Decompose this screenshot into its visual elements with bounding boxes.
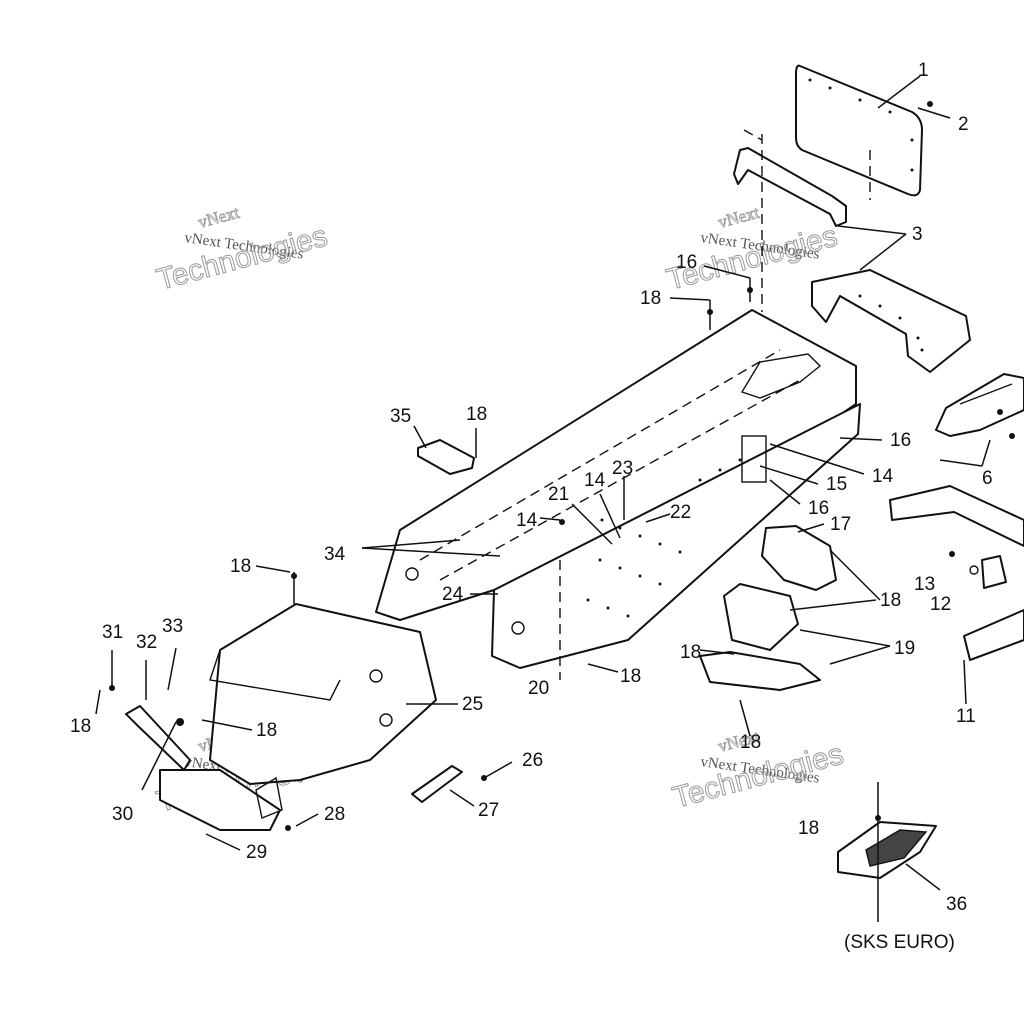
part-19-brackets: [699, 583, 821, 691]
part-32-bracket: [125, 705, 191, 771]
callout-21: 21: [548, 484, 569, 505]
callout-1: 1: [918, 60, 929, 81]
callout-18-h: 18: [256, 720, 277, 741]
callout-35: 35: [390, 406, 411, 427]
part-20-tunnel: [375, 309, 861, 680]
callout-20: 20: [528, 678, 549, 699]
callout-14-b: 14: [584, 470, 606, 491]
watermark-top-left: vNext vNext Technologies Technologies: [153, 202, 332, 297]
callout-18-c: 18: [230, 556, 251, 577]
watermark-vnext: vNext: [716, 203, 761, 232]
callout-25: 25: [462, 694, 483, 715]
callout-6: 6: [982, 468, 993, 489]
leaders: [255, 265, 883, 737]
callout-19: 19: [894, 638, 915, 659]
callout-13: 13: [914, 574, 935, 595]
part-36-tray: [837, 782, 937, 922]
part-rail: [889, 485, 1024, 661]
callout-2: 2: [958, 114, 969, 135]
callout-28: 28: [324, 804, 345, 825]
callout-14-c: 14: [516, 510, 538, 531]
part-17-mount: [761, 525, 837, 591]
callout-24: 24: [442, 584, 464, 605]
callout-18-f: 18: [620, 666, 641, 687]
callout-16: 16: [676, 252, 697, 273]
callout-16-b: 16: [890, 430, 911, 451]
callout-17: 17: [830, 514, 851, 535]
part-27-bracket: [411, 765, 463, 803]
part-1-plate: [795, 64, 923, 200]
callout-33: 33: [162, 616, 183, 637]
callout-18-b: 18: [466, 404, 487, 425]
callout-15: 15: [826, 474, 847, 495]
callout-34: 34: [324, 544, 346, 565]
sks-euro-note: (SKS EURO): [844, 932, 955, 953]
callout-18-e: 18: [680, 642, 701, 663]
callout-3: 3: [912, 224, 923, 245]
watermark-vnext: vNext: [196, 203, 241, 232]
callout-18-j: 18: [798, 818, 819, 839]
callout-32: 32: [136, 632, 157, 653]
part-35-plate: [417, 439, 475, 475]
part-6-bracket: [935, 373, 1024, 439]
callout-18-g: 18: [740, 732, 761, 753]
callout-26: 26: [522, 750, 543, 771]
callouts: 1 2 3 6 11 12 13 14 14 14 15 16 16 16 17…: [70, 60, 993, 915]
callout-23: 23: [612, 458, 633, 479]
watermark-technologies: Technologies: [153, 220, 331, 297]
callout-18-i: 18: [70, 716, 91, 737]
callout-16-c: 16: [808, 498, 829, 519]
part-3-upper-bracket: [733, 129, 847, 312]
callout-14: 14: [872, 466, 894, 487]
callout-11: 11: [956, 706, 976, 727]
callout-22: 22: [670, 502, 691, 523]
callout-36: 36: [946, 894, 967, 915]
callout-31: 31: [102, 622, 123, 643]
callout-27: 27: [478, 800, 499, 821]
part-25-seat-base: [159, 603, 437, 831]
callout-12: 12: [930, 594, 951, 615]
callout-29: 29: [246, 842, 267, 863]
part-3-lower-bracket: [811, 269, 971, 373]
callout-18: 18: [640, 288, 661, 309]
callout-30: 30: [112, 804, 133, 825]
callout-18-d: 18: [880, 590, 901, 611]
